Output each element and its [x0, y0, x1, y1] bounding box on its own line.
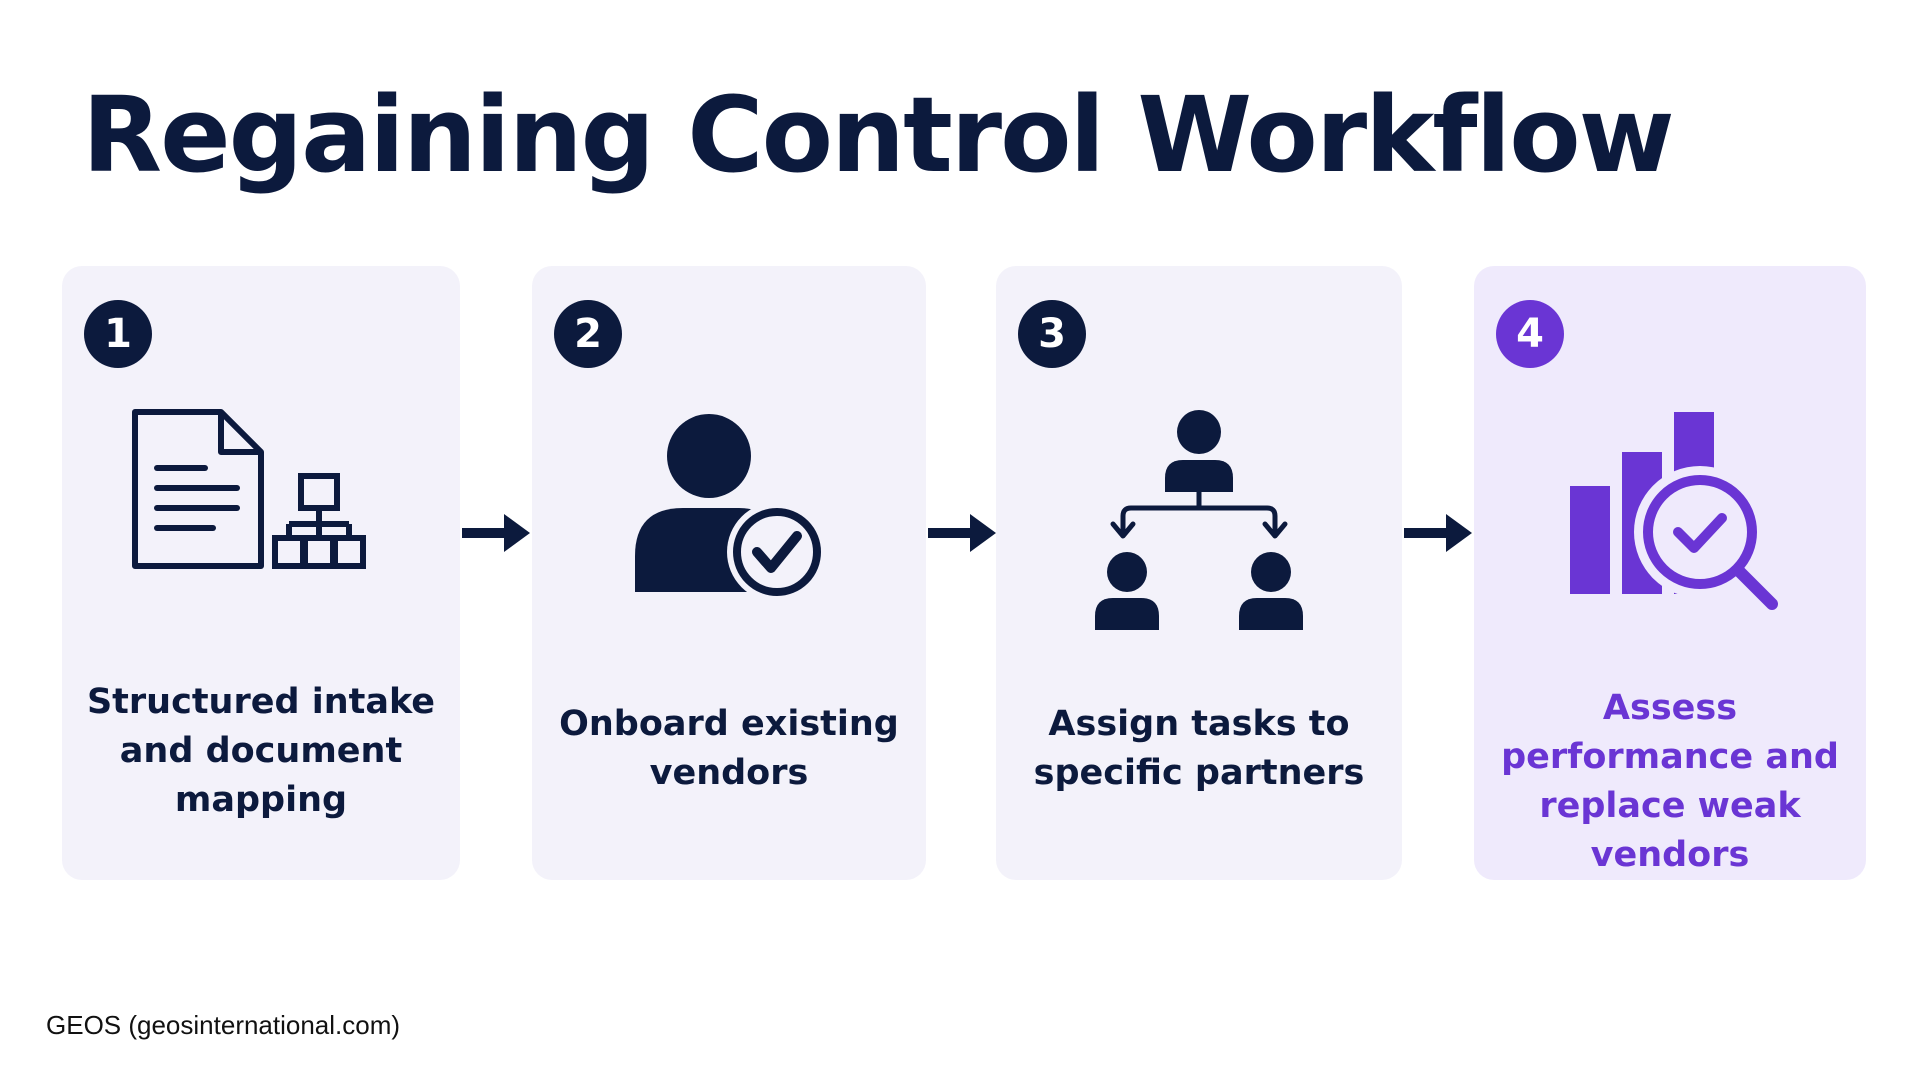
arrow-right-icon: [462, 514, 530, 552]
page-title: Regaining Control Workflow: [82, 74, 1675, 196]
document-sitemap-icon: [132, 409, 366, 569]
step-label: Assess performance and replace weak vend…: [1501, 688, 1839, 875]
step-card-2: 2 Onboard existing vendors: [532, 266, 926, 880]
org-hierarchy-icon: [1095, 410, 1303, 630]
step-label: Assign tasks to specific partners: [1033, 704, 1365, 793]
step-card-4: 4 Assess performance and replace weak ve…: [1474, 266, 1866, 880]
step-label: Onboard existing vendors: [559, 704, 899, 793]
step-number-badge: 4: [1496, 300, 1564, 368]
step-number-badge: 2: [554, 300, 622, 368]
arrow-right-icon: [1404, 514, 1472, 552]
step-card-3: 3 Assign tasks to specific partners: [996, 266, 1402, 880]
chart-magnifier-check-icon: [1570, 412, 1778, 610]
step-label: Structured intake and document mapping: [86, 682, 436, 820]
source-footer: GEOS (geosinternational.com): [46, 1010, 401, 1040]
step-number-badge: 1: [84, 300, 152, 368]
user-check-icon: [635, 414, 827, 602]
step-card-1: 1 Structured intake and document mapping: [62, 266, 460, 880]
step-number-badge: 3: [1018, 300, 1086, 368]
arrow-right-icon: [928, 514, 996, 552]
